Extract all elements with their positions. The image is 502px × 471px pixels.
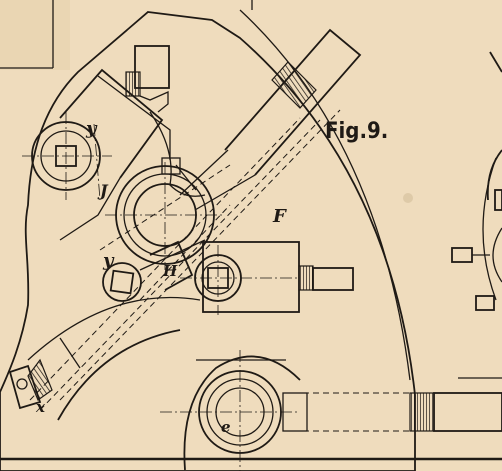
label-H: H: [162, 262, 178, 280]
figure-caption: Fig.9.: [325, 119, 388, 144]
pivot-y-mid: [102, 262, 142, 302]
clamp-H: [139, 239, 206, 291]
upper-spindle: [179, 28, 362, 211]
label-J: J: [97, 181, 109, 200]
handle-x: [8, 337, 81, 410]
right-block: [180, 241, 354, 315]
bearing-J: [105, 162, 225, 270]
sector-outline: [0, 11, 416, 471]
label-e: e: [221, 418, 231, 436]
label-y-mid: y: [102, 250, 115, 271]
label-y-top: y: [85, 118, 98, 139]
neighbor-component: [451, 51, 502, 379]
pivot-y-top: [22, 112, 112, 200]
corner-fragment: [0, 0, 253, 69]
label-x: x: [35, 398, 46, 416]
top-clamp: [125, 45, 206, 197]
label-F: F: [272, 206, 287, 227]
bearing-e: [160, 350, 502, 471]
